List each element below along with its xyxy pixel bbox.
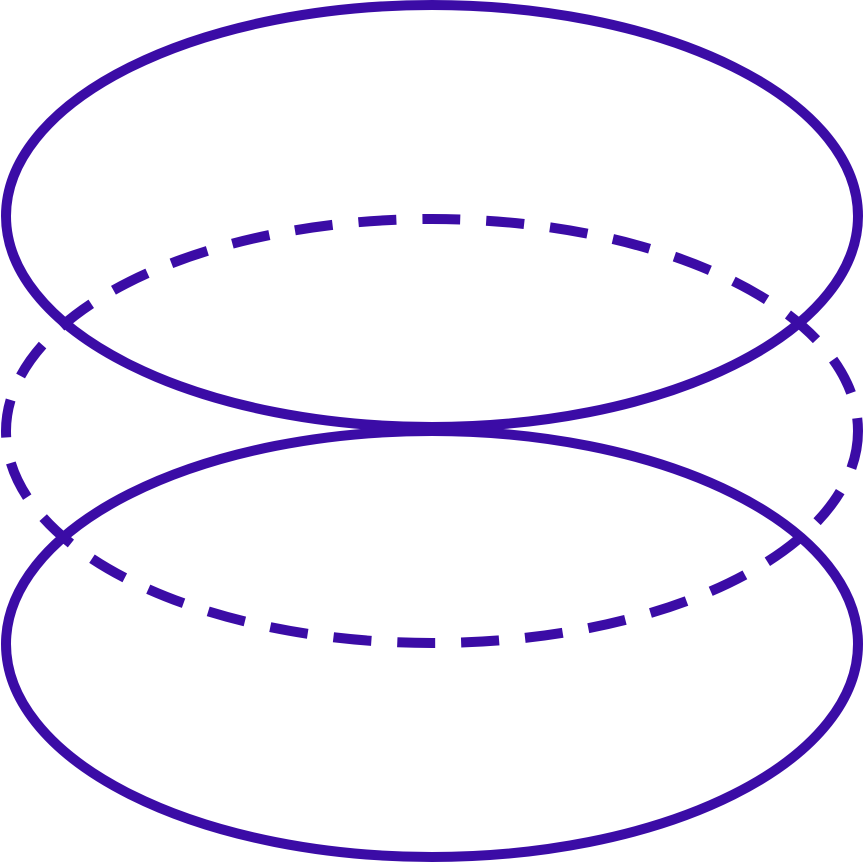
middle-ellipse: [1, 214, 863, 648]
bottom-ellipse: [1, 426, 863, 862]
